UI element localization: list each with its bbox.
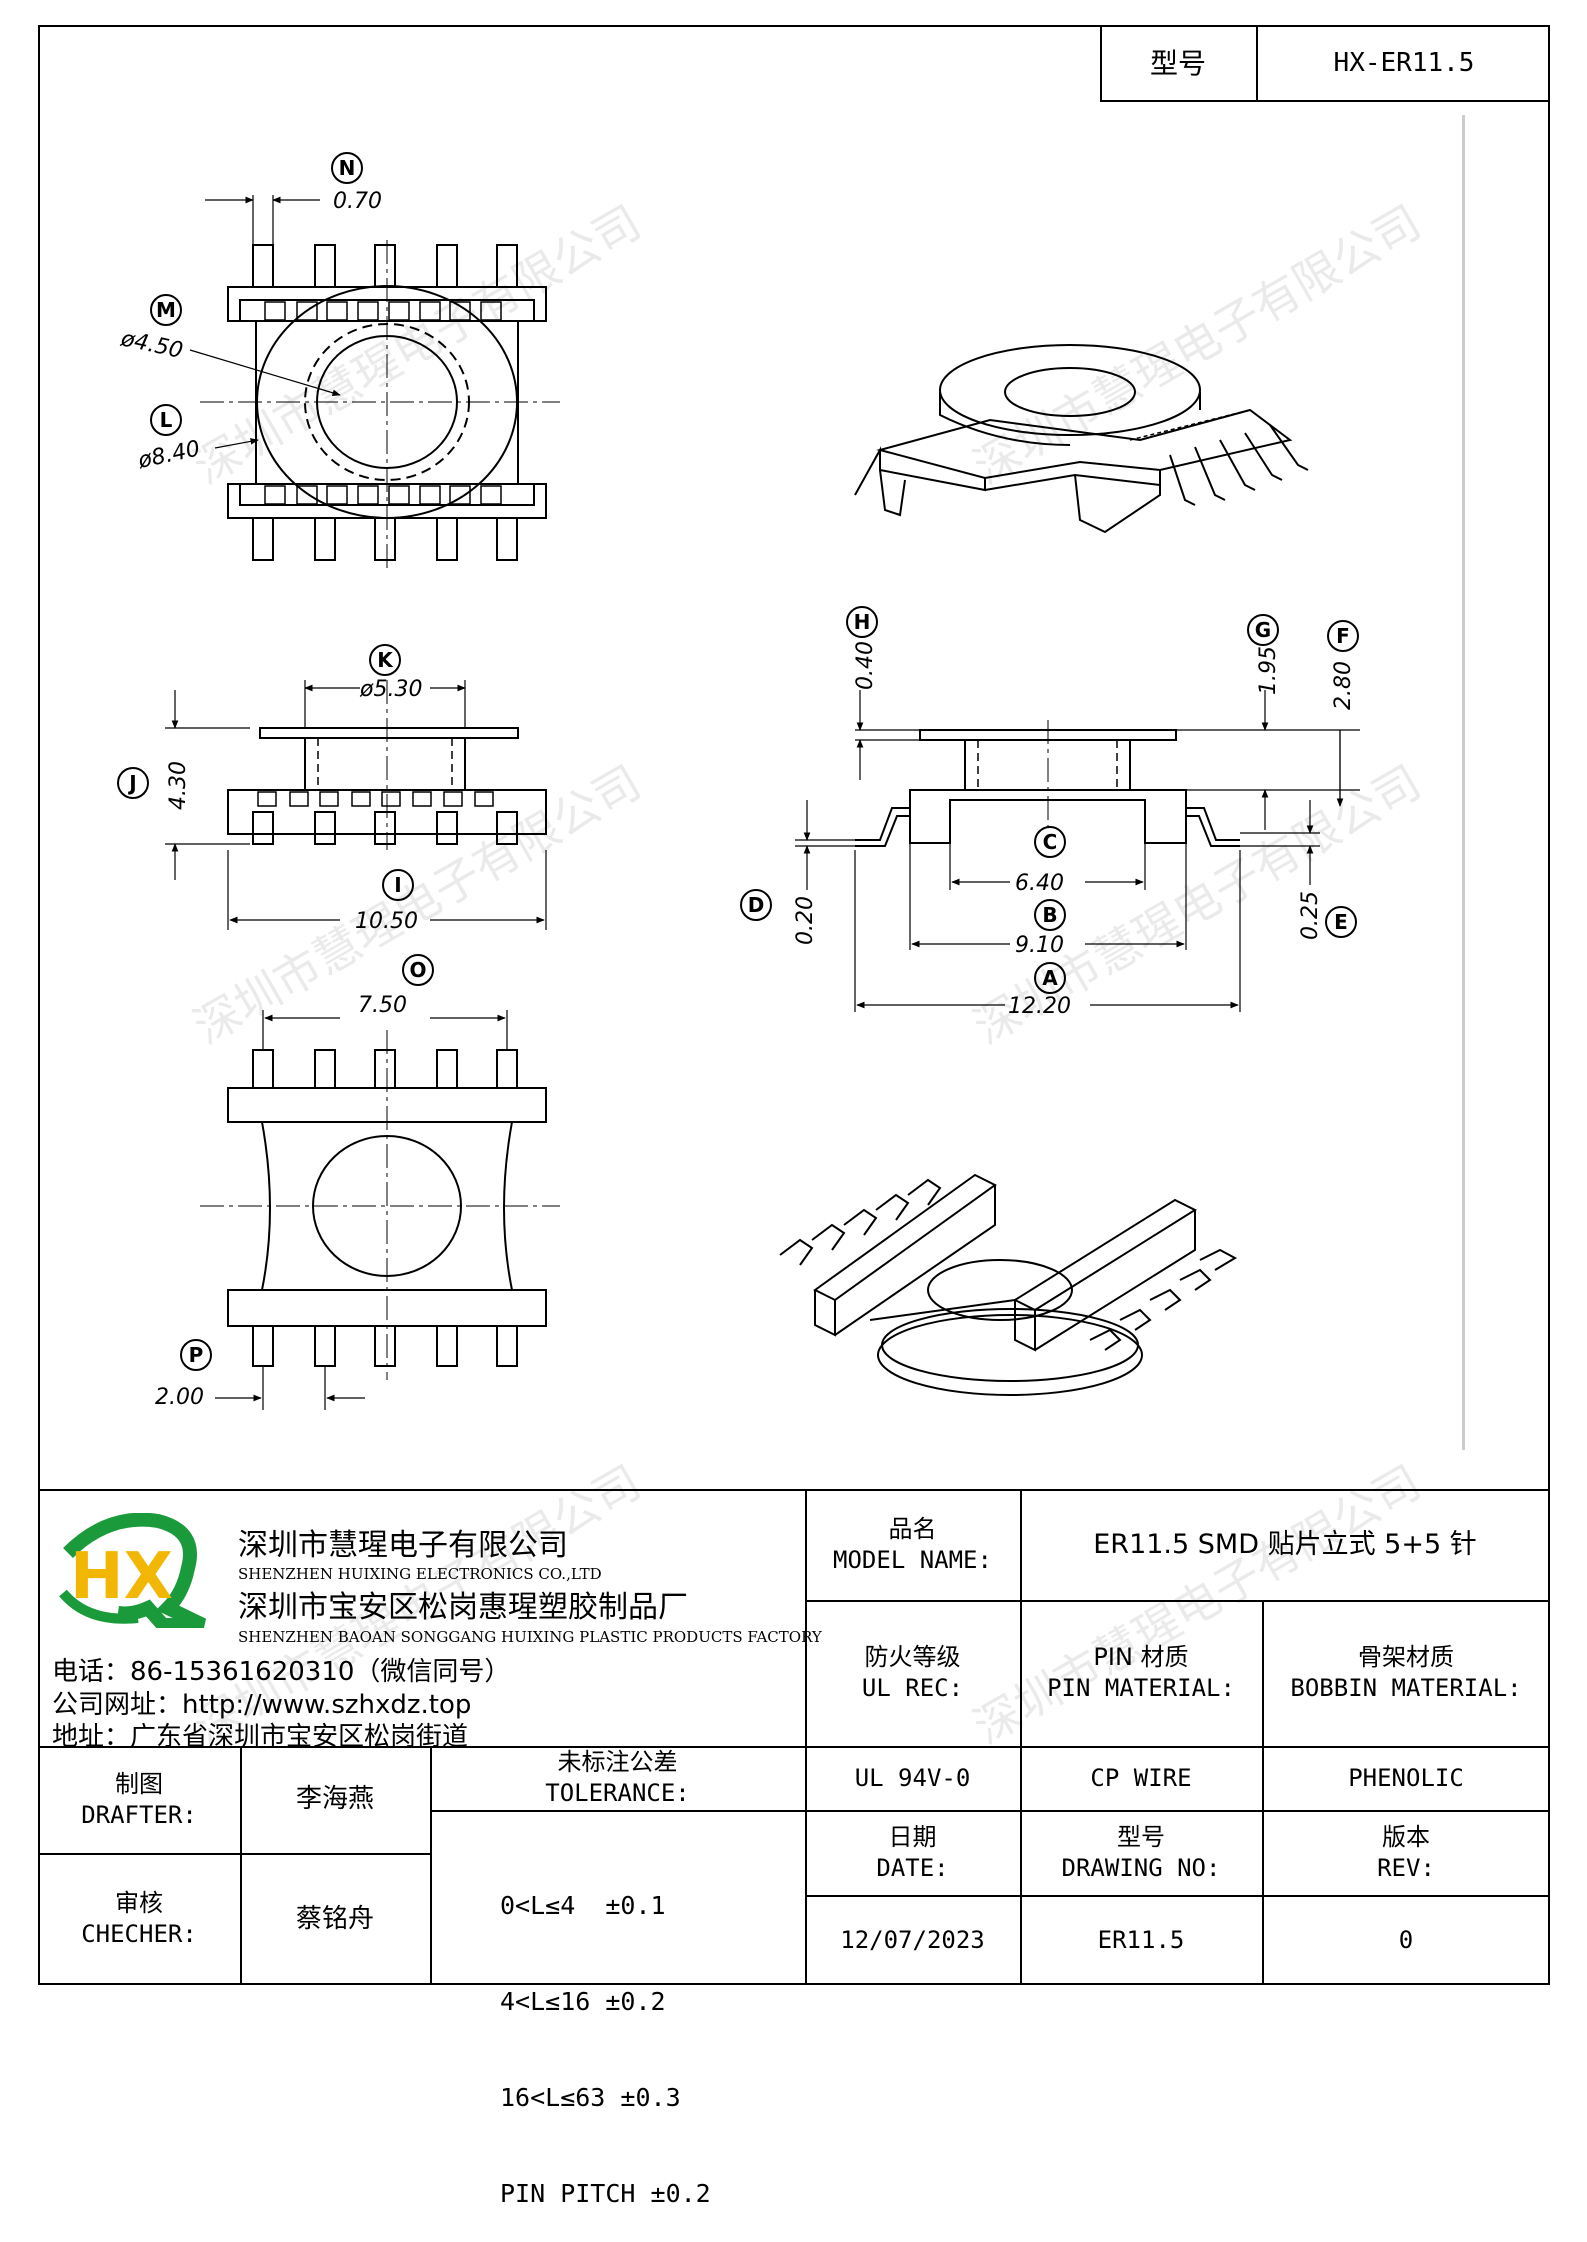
dim-o-circle bbox=[402, 954, 434, 986]
dim-a-circle bbox=[1034, 962, 1066, 994]
dim-a-value: 12.20 bbox=[1008, 994, 1071, 1019]
front-view bbox=[165, 680, 547, 930]
dim-o-value: 7.50 bbox=[358, 993, 407, 1018]
pin-material-value: CP WIRE bbox=[1090, 1763, 1192, 1792]
dim-j-circle bbox=[117, 767, 149, 799]
top-view bbox=[189, 195, 560, 570]
dim-h-circle bbox=[846, 606, 878, 638]
model-name-value: ER11.5 SMD 贴片立式 5+5 针 bbox=[1093, 1529, 1477, 1560]
drawing-no-label: 型号 DRAWING NO: bbox=[1061, 1822, 1221, 1882]
date-label: 日期 DATE: bbox=[876, 1822, 949, 1882]
dim-m-circle bbox=[150, 294, 182, 326]
isometric-view-bottom bbox=[779, 1173, 1238, 1396]
dim-l-letter: L bbox=[160, 408, 173, 432]
dim-h-value: 0.40 bbox=[853, 641, 878, 690]
tolerance-list: 0<L≤4 ±0.1 4<L≤16 ±0.2 16<L≤63 ±0.3 PIN … bbox=[500, 1826, 711, 2242]
dim-d-letter: D bbox=[748, 893, 765, 917]
drafter-name: 李海燕 bbox=[295, 1784, 374, 1814]
date-value: 12/07/2023 bbox=[840, 1925, 985, 1954]
dim-n-circle bbox=[331, 152, 363, 184]
company-logo: HX bbox=[59, 1513, 207, 1628]
bottom-view bbox=[200, 1010, 560, 1410]
dim-d-circle bbox=[740, 889, 772, 921]
model-header-value: HX-ER11.5 bbox=[1333, 48, 1475, 78]
tolerance-line: 4<L≤16 ±0.2 bbox=[500, 1987, 666, 2016]
dim-l-value: ø8.40 bbox=[135, 436, 202, 474]
dim-p-letter: P bbox=[189, 1343, 204, 1367]
dim-d-value: 0.20 bbox=[793, 896, 818, 945]
dim-g-circle bbox=[1247, 614, 1279, 646]
dim-i-value: 10.50 bbox=[355, 909, 418, 934]
dim-j-value: 4.30 bbox=[166, 761, 191, 810]
tolerance-line: 0<L≤4 ±0.1 bbox=[500, 1891, 666, 1920]
dim-p-circle bbox=[180, 1339, 212, 1371]
dim-n-letter: N bbox=[339, 156, 356, 180]
model-header-box bbox=[1100, 25, 1550, 102]
dim-f-circle bbox=[1327, 620, 1359, 652]
dim-g-letter: G bbox=[1255, 618, 1271, 642]
rev-value: 0 bbox=[1398, 1925, 1414, 1954]
company-name-cn: 深圳市慧瑆电子有限公司 bbox=[238, 1528, 568, 1563]
logo-letters: HX bbox=[70, 1540, 173, 1614]
dim-m-letter: M bbox=[156, 298, 176, 322]
isometric-view-top bbox=[854, 344, 1309, 534]
dim-k-circle bbox=[369, 644, 401, 676]
model-name-label: 品名 MODEL NAME: bbox=[833, 1514, 992, 1574]
checker-label: 审核 CHECHER: bbox=[81, 1889, 197, 1948]
dim-b-circle bbox=[1034, 899, 1066, 931]
dim-c-value: 6.40 bbox=[1015, 871, 1064, 896]
tolerance-line: PIN PITCH ±0.2 bbox=[500, 2179, 711, 2208]
dim-c-circle bbox=[1034, 826, 1066, 858]
drawing-frame bbox=[38, 25, 1550, 1985]
checker-name: 蔡铭舟 bbox=[295, 1903, 374, 1934]
dim-j-letter: J bbox=[127, 771, 136, 795]
dim-c-letter: C bbox=[1043, 830, 1058, 854]
dim-m-value: ø4.50 bbox=[118, 326, 185, 364]
dim-k-letter: K bbox=[377, 648, 394, 672]
company-name-en: SHENZHEN HUIXING ELECTRONICS CO.,LTD bbox=[238, 1565, 602, 1583]
company-website: 公司网址：http://www.szhxdz.top bbox=[52, 1690, 472, 1720]
tolerance-line: 16<L≤63 ±0.3 bbox=[500, 2083, 681, 2112]
tolerance-label: 未标注公差 TOLERANCE: bbox=[545, 1748, 690, 1807]
technical-drawing: N M L K J I O P H G F C B A D E 0.70 ø4.… bbox=[117, 152, 1360, 1410]
dim-a-letter: A bbox=[1042, 966, 1058, 990]
dim-e-letter: E bbox=[1334, 910, 1348, 934]
dim-l-circle bbox=[150, 404, 182, 436]
company-address: 地址：广东省深圳市宝安区松岗街道 bbox=[52, 1722, 469, 1752]
pin-material-label: PIN 材质 PIN MATERIAL: bbox=[1047, 1643, 1235, 1702]
dim-i-letter: I bbox=[394, 873, 401, 897]
company-phone: 电话：86-15361620310（微信同号） bbox=[52, 1657, 511, 1687]
bobbin-material-label: 骨架材质 BOBBIN MATERIAL: bbox=[1290, 1643, 1522, 1702]
dim-b-value: 9.10 bbox=[1015, 933, 1064, 958]
dim-n-value: 0.70 bbox=[333, 189, 382, 214]
rev-label: 版本 REV: bbox=[1377, 1822, 1435, 1882]
dim-f-letter: F bbox=[1336, 624, 1350, 648]
dim-p-value: 2.00 bbox=[155, 1385, 204, 1410]
drawing-no-value: ER11.5 bbox=[1097, 1925, 1185, 1954]
ul-rec-value: UL 94V-0 bbox=[854, 1763, 971, 1792]
factory-name-en: SHENZHEN BAOAN SONGGANG HUIXING PLASTIC … bbox=[238, 1628, 822, 1646]
dim-h-letter: H bbox=[854, 610, 871, 634]
dim-i-circle bbox=[382, 869, 414, 901]
bobbin-material-value: PHENOLIC bbox=[1348, 1763, 1464, 1792]
dim-o-letter: O bbox=[409, 958, 426, 982]
model-header-label: 型号 bbox=[1149, 47, 1206, 80]
dim-b-letter: B bbox=[1042, 903, 1057, 927]
dim-f-value: 2.80 bbox=[1331, 661, 1356, 710]
dim-e-value: 0.25 bbox=[1298, 891, 1323, 940]
factory-name-cn: 深圳市宝安区松岗惠瑆塑胶制品厂 bbox=[238, 1590, 688, 1625]
drafter-label: 制图 DRAFTER: bbox=[81, 1769, 197, 1829]
dim-g-value: 1.95 bbox=[1256, 646, 1281, 695]
dim-e-circle bbox=[1325, 906, 1357, 938]
dim-k-value: ø5.30 bbox=[359, 677, 422, 702]
ul-rec-label: 防火等级 UL REC: bbox=[861, 1643, 964, 1702]
side-view bbox=[795, 690, 1360, 1012]
